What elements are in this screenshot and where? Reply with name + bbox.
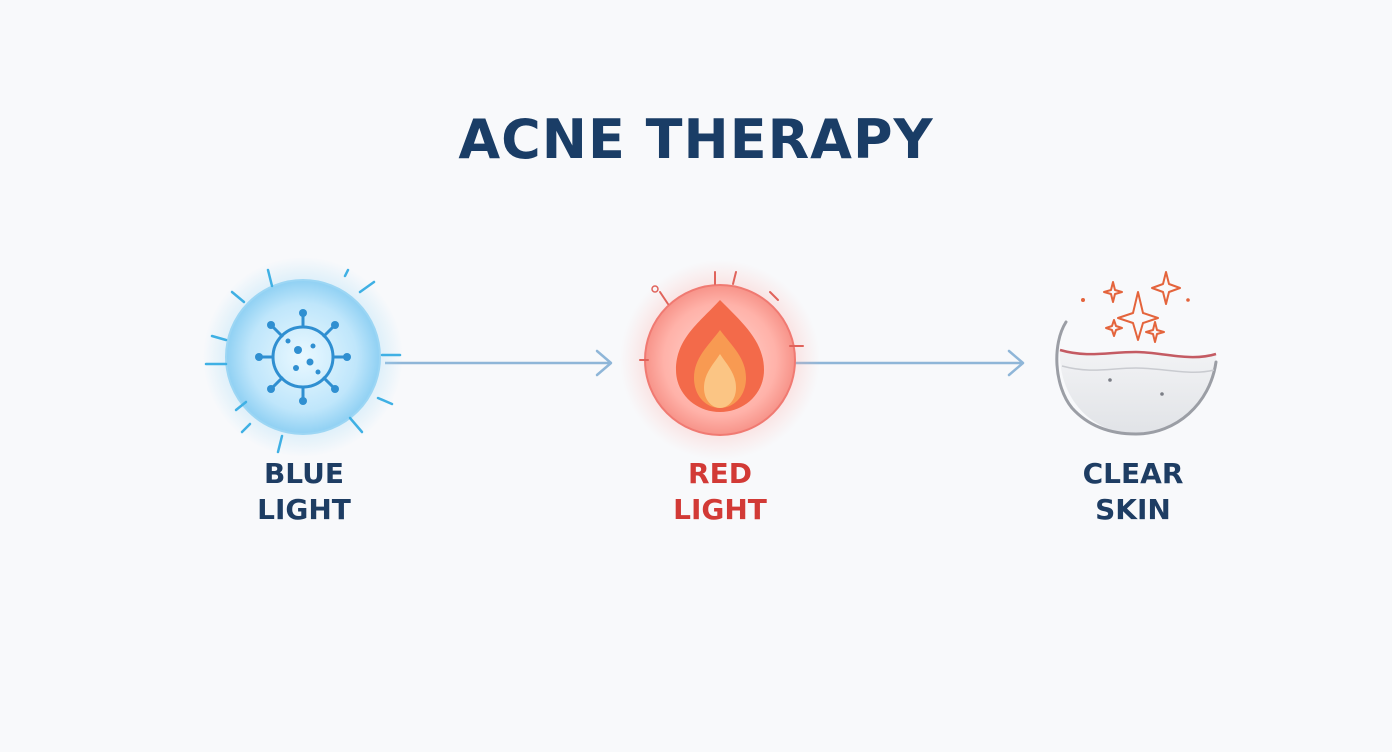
step-label-red-light: RED LIGHT [600,456,840,528]
clear-skin-icon [1055,271,1218,436]
step-label-line2: LIGHT [257,493,351,526]
arrow-red-to-clear [790,349,1025,377]
bacteria-icon [203,257,403,457]
step-label-line2: SKIN [1095,493,1171,526]
flame-icon [620,260,820,460]
page-title: ACNE THERAPY [458,108,934,171]
step-label-line1: RED [688,457,752,490]
step-label-blue-light: BLUE LIGHT [184,456,424,528]
arrow-blue-to-red [385,349,613,377]
step-label-line2: LIGHT [673,493,767,526]
step-label-line1: CLEAR [1082,457,1184,490]
step-label-line1: BLUE [263,457,345,490]
step-label-clear-skin: CLEAR SKIN [1013,456,1253,528]
